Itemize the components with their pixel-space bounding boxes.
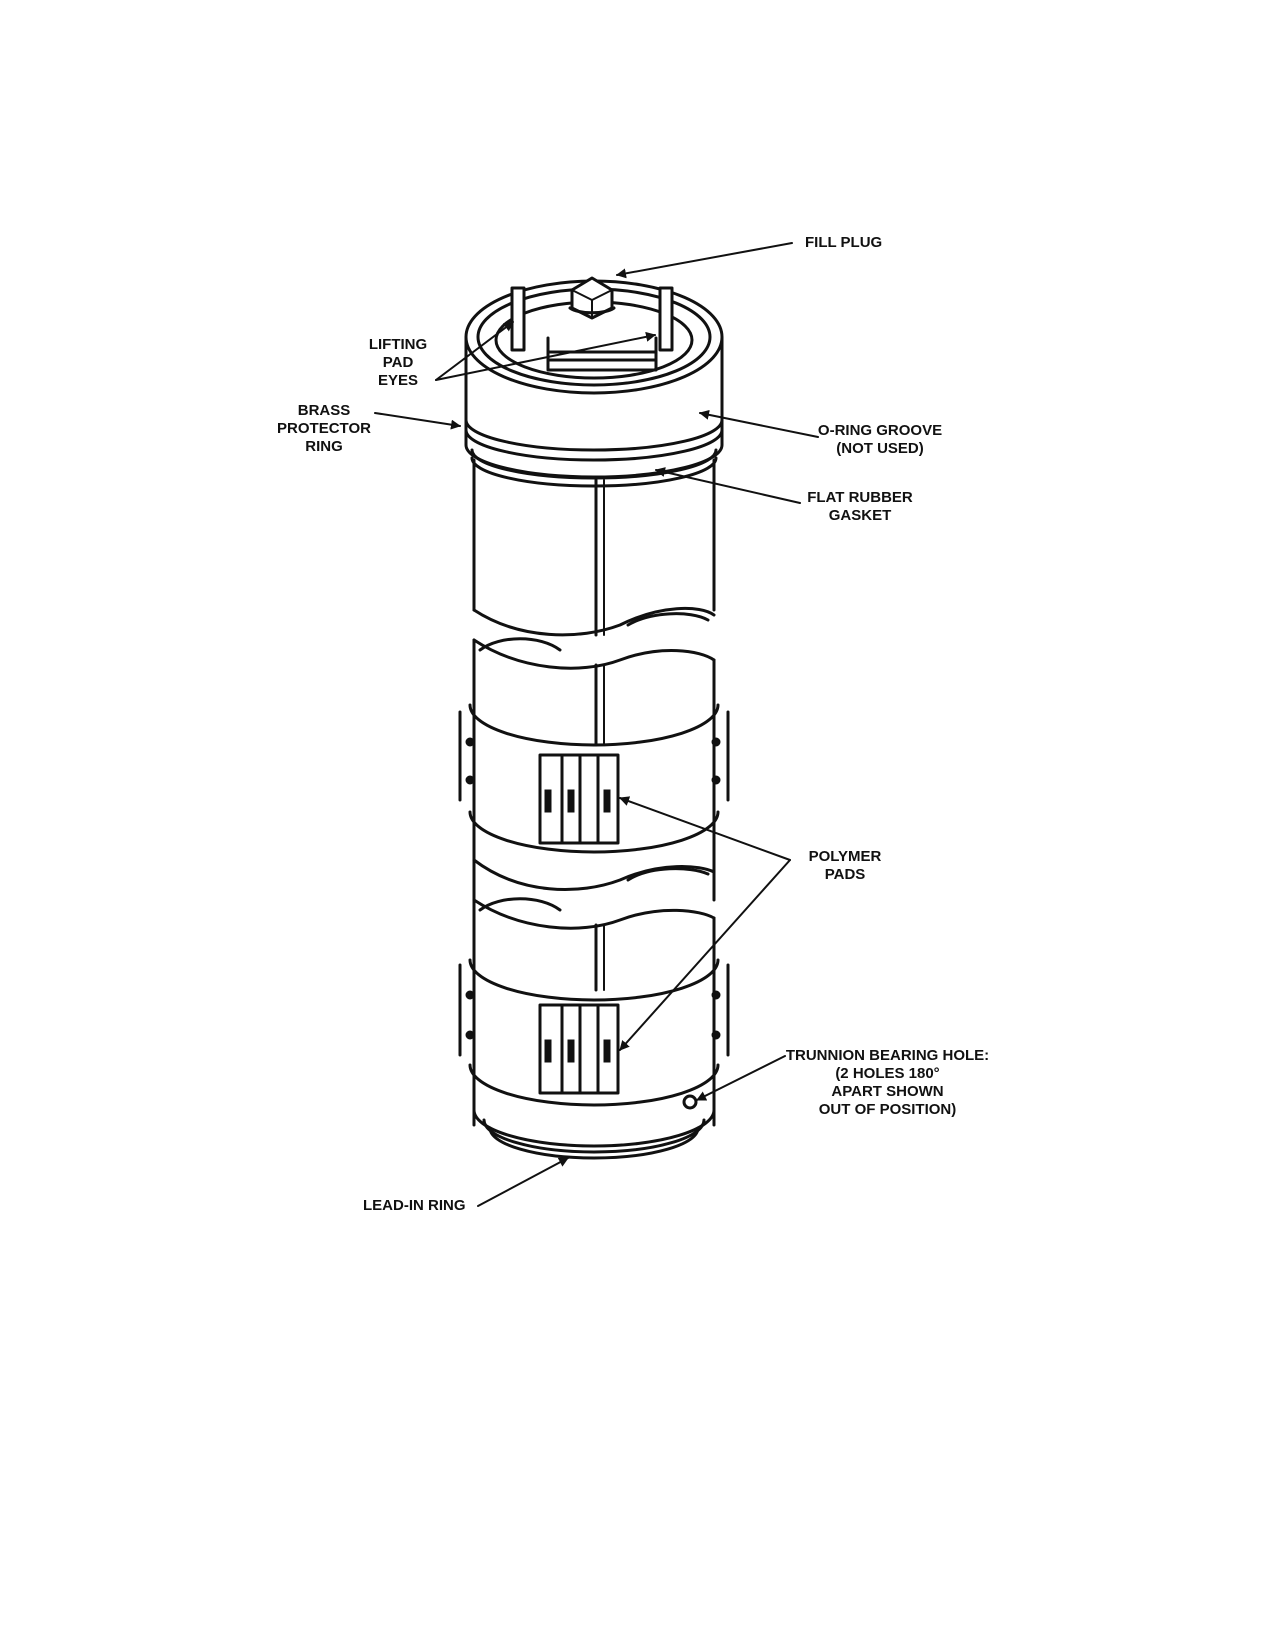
upper-tube xyxy=(472,458,716,637)
top-cap xyxy=(464,276,724,488)
fill-plug-label: FILL PLUG xyxy=(805,234,883,251)
upper-pad-section xyxy=(458,637,730,902)
lower-pad-section xyxy=(458,897,730,1160)
fill-plug xyxy=(568,276,616,320)
lead-in-ring-label: LEAD-IN RING xyxy=(363,1197,466,1214)
trunnion-hole xyxy=(682,1094,698,1110)
leader-lines xyxy=(374,242,819,1207)
polymer-pad-lower xyxy=(538,1003,620,1095)
polymer-pads-label: POLYMER PADS xyxy=(808,848,882,883)
o-ring-groove-label: O-RING GROOVE (NOT USED) xyxy=(817,422,943,457)
lifting-pad-eyes xyxy=(510,286,674,352)
lifting-pad-eyes-label: LIFTING PAD EYES xyxy=(368,336,428,389)
polymer-pad-upper xyxy=(538,753,620,845)
brass-protector-ring-label: BRASS PROTECTOR RING xyxy=(277,402,371,455)
flat-rubber-gasket-label: FLAT RUBBER GASKET xyxy=(807,489,913,524)
trunnion-bearing-holes-label: TRUNNION BEARING HOLE: (2 HOLES 180° APA… xyxy=(785,1047,990,1118)
